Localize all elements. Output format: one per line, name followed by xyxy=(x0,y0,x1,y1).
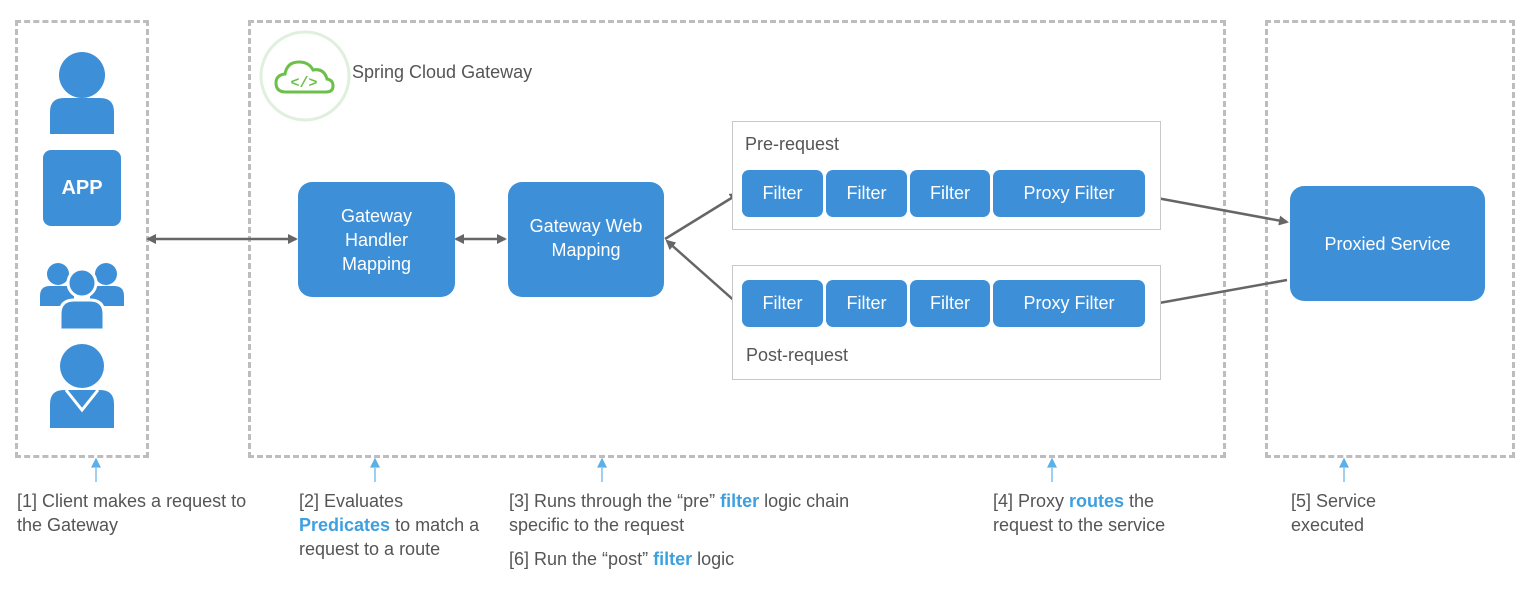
post-filter-2-label: Filter xyxy=(846,293,887,313)
app-label: APP xyxy=(61,176,103,199)
group-icon xyxy=(40,263,124,332)
caption-5-text: [5] Service executed xyxy=(1291,491,1377,535)
business-user-icon xyxy=(50,344,114,428)
caption-2-pre: [2] Evaluates xyxy=(299,491,404,511)
pre-filter-2: Filter xyxy=(826,170,907,217)
post-filter-3: Filter xyxy=(910,280,990,327)
user-icon xyxy=(50,52,114,134)
caption-6-post: logic xyxy=(692,549,735,569)
pre-filter-1: Filter xyxy=(742,170,823,217)
service-container xyxy=(1265,20,1515,458)
caption-3-highlight: filter xyxy=(720,491,760,511)
proxied-service-box: Proxied Service xyxy=(1290,186,1485,301)
post-filter-2: Filter xyxy=(826,280,907,327)
gateway-web-mapping-box: Gateway Web Mapping xyxy=(508,182,664,297)
arrow-web-pre xyxy=(664,192,740,241)
arrow-service-post xyxy=(1146,278,1288,309)
post-filter-1: Filter xyxy=(742,280,823,327)
arrow-post-web xyxy=(665,239,739,305)
caption-4: [4] Proxy routes the request to the serv… xyxy=(993,489,1178,537)
arrow-pre-service xyxy=(1145,194,1289,226)
caption-4-highlight: routes xyxy=(1069,491,1125,511)
post-proxy-filter: Proxy Filter xyxy=(993,280,1145,327)
caption-5: [5] Service executed xyxy=(1291,489,1401,537)
caption-pointers xyxy=(91,457,1349,482)
gateway-web-mapping-label: Gateway Web Mapping xyxy=(529,216,643,260)
post-filter-3-label: Filter xyxy=(930,293,970,313)
app-icon: APP xyxy=(43,150,121,226)
caption-6: [6] Run the “post” filter logic xyxy=(509,547,879,571)
caption-6-highlight: filter xyxy=(653,549,693,569)
gateway-title: Spring Cloud Gateway xyxy=(352,62,533,82)
pre-filter-3-label: Filter xyxy=(930,183,970,203)
spring-cloud-logo-icon: </> xyxy=(259,30,351,122)
pre-filter-1-label: Filter xyxy=(762,183,803,203)
pre-proxy-filter-label: Proxy Filter xyxy=(1023,183,1115,203)
gateway-handler-mapping-box: Gateway Handler Mapping xyxy=(298,182,455,297)
caption-2-highlight: Predicates xyxy=(299,515,391,535)
svg-text:</>: </> xyxy=(290,75,317,92)
pre-proxy-filter: Proxy Filter xyxy=(993,170,1145,217)
proxied-service-label: Proxied Service xyxy=(1324,233,1451,254)
caption-3-post: logic chain specific to the request xyxy=(509,491,850,535)
gateway-handler-mapping-label: Gateway Handler Mapping xyxy=(340,205,413,274)
pre-request-label: Pre-request xyxy=(745,134,840,154)
caption-3-pre: [3] Runs through the “pre” xyxy=(509,491,721,511)
caption-1-text: [1] Client makes a request to the Gatewa… xyxy=(17,491,247,535)
caption-3: [3] Runs through the “pre” filter logic … xyxy=(509,489,879,537)
pre-filter-3: Filter xyxy=(910,170,990,217)
post-request-label: Post-request xyxy=(746,345,849,365)
caption-2: [2] Evaluates Predicates to match a requ… xyxy=(299,489,489,561)
caption-1: [1] Client makes a request to the Gatewa… xyxy=(17,489,272,537)
caption-4-pre: [4] Proxy xyxy=(993,491,1070,511)
pre-filter-2-label: Filter xyxy=(846,183,887,203)
caption-6-pre: [6] Run the “post” xyxy=(509,549,654,569)
caption-4-post: the request to the service xyxy=(993,491,1166,535)
post-proxy-filter-label: Proxy Filter xyxy=(1023,293,1115,313)
post-filter-1-label: Filter xyxy=(762,293,803,313)
caption-2-post: to match a request to a route xyxy=(299,515,480,559)
